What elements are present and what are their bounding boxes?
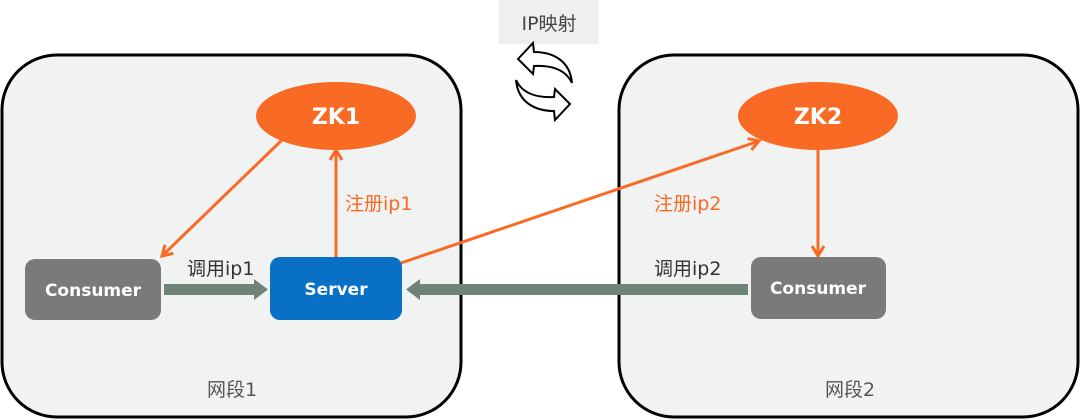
segment-2-label: 网段2 <box>825 379 875 401</box>
register-ip2-label: 注册ip2 <box>654 193 721 215</box>
consumer1-node: Consumer <box>25 259 161 320</box>
call-arrow-ip2 <box>406 279 748 300</box>
edge-server-register-zk2 <box>400 141 759 265</box>
zk1-label: ZK1 <box>312 105 360 130</box>
swap-arrows-icon <box>515 40 573 123</box>
zk1-node: ZK1 <box>256 82 416 150</box>
consumer2-label: Consumer <box>770 279 867 299</box>
zk2-label: ZK2 <box>794 105 842 130</box>
zk2-node: ZK2 <box>738 82 898 150</box>
segment-1-label: 网段1 <box>207 379 257 401</box>
server-label: Server <box>304 280 368 300</box>
network-segment-2 <box>617 53 1080 419</box>
ip-mapping-tag <box>499 0 599 44</box>
call-ip2-label: 调用ip2 <box>654 258 721 280</box>
call-ip1-label: 调用ip1 <box>187 258 254 280</box>
call-arrow-ip1 <box>164 279 268 300</box>
register-ip1-label: 注册ip1 <box>345 193 412 215</box>
ip-mapping-label: IP映射 <box>521 13 576 35</box>
consumer1-label: Consumer <box>45 281 142 301</box>
edge-zk1-to-consumer1 <box>162 138 284 256</box>
server-node: Server <box>270 257 402 320</box>
consumer2-node: Consumer <box>751 257 886 319</box>
